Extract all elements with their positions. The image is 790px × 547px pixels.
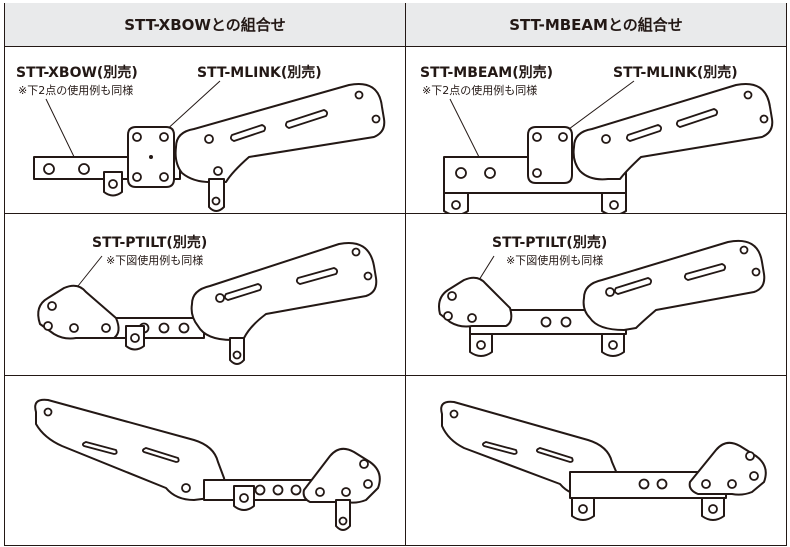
note-xbow: ※下2点の使用例も同様 [18, 84, 134, 97]
label-stt-ptilt-right: STT-PTILT(別売) [492, 235, 608, 251]
xbow-mlink-drawing [33, 80, 386, 212]
header-mbeam-text: STT-MBEAMとの組合せ [509, 16, 683, 34]
column-divider [405, 3, 406, 546]
label-stt-mlink: STT-MLINK(別売) [197, 65, 322, 81]
note-mbeam: ※下2点の使用例も同様 [422, 84, 538, 97]
label-stt-mlink-right: STT-MLINK(別売) [613, 65, 738, 81]
label-stt-ptilt-left: STT-PTILT(別売) [92, 235, 208, 251]
combination-table: STT-XBOWとの組合せ STT-MBEAMとの組合せ STT-XBOW(別売… [4, 3, 787, 546]
mbeam-reversed-drawing [440, 400, 767, 521]
label-stt-xbow: STT-XBOW(別売) [16, 65, 138, 81]
header-xbow: STT-XBOWとの組合せ [5, 3, 405, 47]
note-ptilt-left: ※下図使用例も同様 [106, 254, 204, 267]
header-xbow-text: STT-XBOWとの組合せ [124, 16, 286, 34]
cell-mbeam-reversed [406, 376, 787, 546]
row-divider-2 [4, 375, 787, 376]
row-divider-1 [4, 213, 787, 214]
xbow-ptilt-drawing [37, 242, 378, 365]
cell-xbow-ptilt: STT-PTILT(別売) ※下図使用例も同様 [4, 214, 405, 375]
cell-mbeam-ptilt: STT-PTILT(別売) ※下図使用例も同様 [406, 214, 787, 375]
note-ptilt-right: ※下図使用例も同様 [506, 254, 604, 267]
mbeam-mlink-drawing [443, 80, 774, 213]
label-stt-mbeam: STT-MBEAM(別売) [420, 65, 553, 81]
cell-xbow-mlink: STT-XBOW(別売) ※下2点の使用例も同様 STT-MLINK(別売) [4, 47, 405, 213]
cell-mbeam-mlink: STT-MBEAM(別売) ※下2点の使用例も同様 STT-MLINK(別売) [406, 47, 787, 213]
xbow-reversed-drawing [34, 398, 381, 531]
mbeam-ptilt-drawing [438, 240, 766, 357]
header-mbeam: STT-MBEAMとの組合せ [406, 3, 786, 47]
cell-xbow-reversed [4, 376, 405, 546]
